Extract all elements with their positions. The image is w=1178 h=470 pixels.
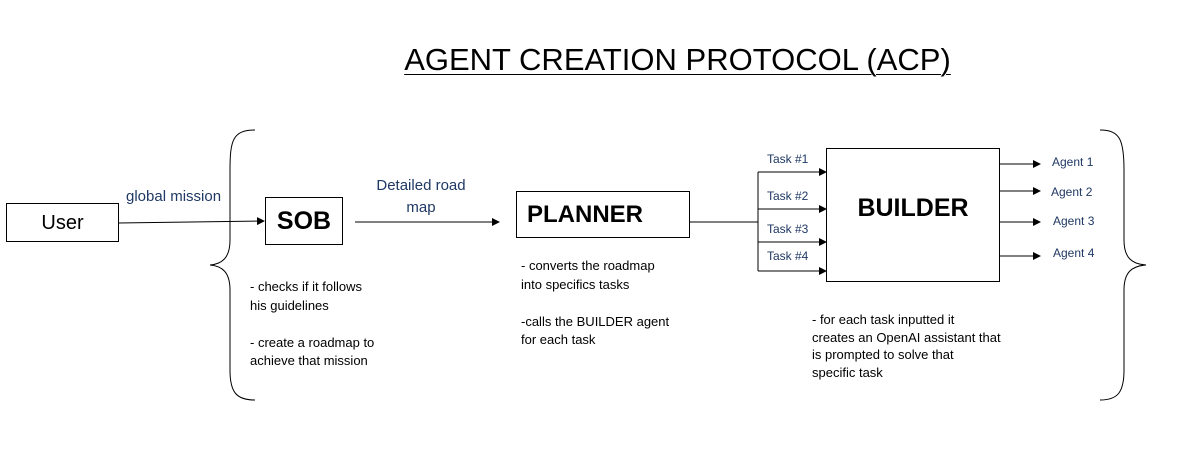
sob-description: - checks if it follows his guidelines - … xyxy=(250,278,374,371)
builder-node-label: BUILDER xyxy=(857,194,969,222)
sob-note-line: - checks if it follows xyxy=(250,279,362,294)
right-brace xyxy=(1099,129,1147,401)
user-to-sob-arrow xyxy=(117,217,265,226)
builder-note-line: creates an OpenAI assistant that xyxy=(812,329,1001,345)
agent-2-label: Agent 2 xyxy=(1051,185,1093,199)
planner-note-spacer xyxy=(521,294,669,313)
user-node: User xyxy=(6,203,119,242)
sob-node-label: SOB xyxy=(276,207,332,235)
left-brace xyxy=(209,129,256,401)
diagram-title: AGENT CREATION PROTOCOL (ACP) xyxy=(404,42,951,77)
task-4-label: Task #4 xyxy=(767,249,809,263)
task-3-label: Task #3 xyxy=(767,222,809,236)
agent-1-label: Agent 1 xyxy=(1052,155,1094,169)
planner-node-label: PLANNER xyxy=(527,201,644,228)
builder-note-line: specific task xyxy=(812,364,883,380)
sob-node: SOB xyxy=(265,197,343,245)
planner-note-line: into specifics tasks xyxy=(521,276,630,292)
sob-note-line: - create a roadmap to xyxy=(250,334,375,350)
builder-node: BUILDER xyxy=(826,148,1000,282)
planner-note-line: for each task xyxy=(521,332,596,347)
detailed-roadmap-label: Detailed road map xyxy=(355,175,487,219)
agent-4-label: Agent 4 xyxy=(1053,246,1095,260)
sob-note-spacer xyxy=(250,315,374,334)
planner-note-line: - converts the roadmap xyxy=(521,258,655,273)
task-1-label: Task #1 xyxy=(767,152,809,166)
planner-description: - converts the roadmap into specifics ta… xyxy=(521,257,669,350)
builder-note-line: - for each task inputted it xyxy=(812,312,955,327)
sob-note-line: his guidelines xyxy=(250,297,329,313)
agent-3-label: Agent 3 xyxy=(1053,214,1095,228)
planner-note-line: -calls the BUILDER agent xyxy=(521,313,670,329)
task-2-label: Task #2 xyxy=(767,189,809,203)
builder-description: - for each task inputted it creates an O… xyxy=(812,311,1001,381)
user-node-label: User xyxy=(41,212,84,234)
planner-node: PLANNER xyxy=(516,191,690,238)
detailed-roadmap-line2: map xyxy=(406,199,436,216)
builder-note-line: is prompted to solve that xyxy=(812,347,954,362)
detailed-roadmap-line1: Detailed road xyxy=(376,177,466,194)
global-mission-label: global mission xyxy=(126,188,222,205)
sob-note-line: achieve that mission xyxy=(250,353,368,368)
